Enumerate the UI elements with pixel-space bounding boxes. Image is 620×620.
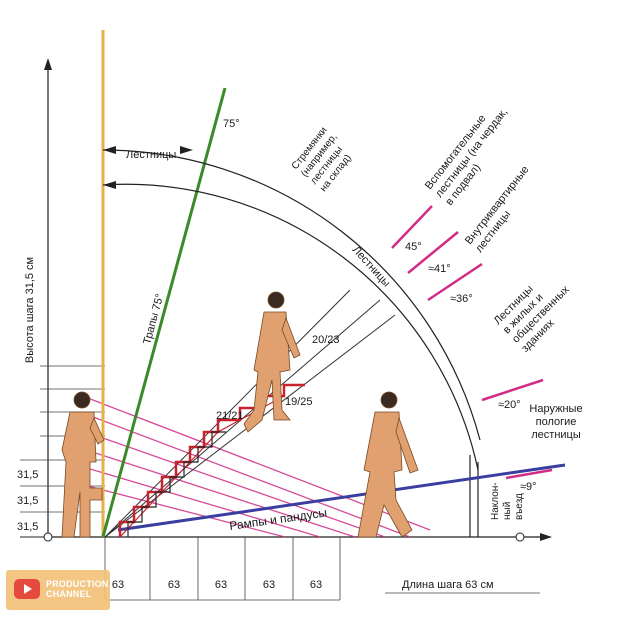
- outdoor-label-3: лестницы: [531, 429, 581, 441]
- ratio-line: [104, 289, 351, 538]
- angle-arcs: [102, 149, 481, 537]
- ratio-19-25-label: 19/25: [285, 396, 313, 408]
- body: [61, 411, 103, 538]
- arm: [89, 416, 105, 445]
- outdoor-label-1: Наружные: [529, 403, 582, 415]
- x-axis-label: Длина шага 63 см: [402, 579, 494, 591]
- ratio-20-23-label: 20/23: [312, 334, 340, 346]
- y-axis-arrow: [44, 58, 52, 70]
- stair-outline: [127, 431, 226, 537]
- body: [357, 411, 413, 538]
- y-tick-label: 31,5: [17, 521, 38, 533]
- ladders-arc-label: Лестницы: [350, 244, 393, 289]
- ladders-label: Лестницы: [126, 149, 176, 161]
- marker-45: [391, 205, 433, 249]
- body: [243, 311, 291, 433]
- x-axis-arrow: [540, 533, 552, 541]
- x-tick-label: 63: [310, 579, 322, 591]
- angle-20-label: ≈20°: [498, 399, 521, 411]
- svg-text:Наклон-: Наклон-: [490, 482, 501, 520]
- play-icon: [14, 579, 40, 599]
- arc-arrow-left: [103, 146, 116, 154]
- origin-marker: [43, 532, 53, 542]
- arm: [281, 316, 301, 359]
- axes: [20, 58, 552, 601]
- angle-36-label: ≈36°: [450, 293, 473, 305]
- person-right: [357, 391, 419, 538]
- guide-line: [79, 429, 386, 538]
- stremyanki-label: Стремянки (например, лестницы на склад): [290, 125, 354, 194]
- trap-line-75: [101, 87, 227, 538]
- y-tick-label: 31,5: [17, 469, 38, 481]
- arc-arrow-right: [180, 146, 193, 154]
- incline-entry-label: Наклон- ный въезд: [490, 482, 525, 520]
- x-tick-label: 63: [215, 579, 227, 591]
- watermark-text: PRODUCTION CHANNEL: [46, 579, 109, 599]
- inner-arc: [102, 183, 479, 471]
- y-axis-label: Высота шага 31,5 см: [24, 257, 36, 363]
- angle-41-label: ≈41°: [428, 263, 451, 275]
- guide-line: [79, 447, 356, 538]
- x-tick-label: 63: [168, 579, 180, 591]
- x-tick-label: 63: [263, 579, 275, 591]
- marker-9: [505, 468, 553, 480]
- y-tick-label: 31,5: [17, 495, 38, 507]
- outdoor-label-2: пологие: [536, 416, 577, 428]
- svg-text:въезд: въезд: [514, 493, 525, 520]
- x-tick-label: 63: [112, 579, 124, 591]
- outer-arc: [102, 149, 481, 441]
- angle-9-label: ≈9°: [520, 481, 537, 493]
- svg-text:ный: ный: [502, 502, 513, 520]
- head: [380, 391, 398, 409]
- svg-text:лестницы (на чердак,: лестницы (на чердак,: [433, 106, 510, 200]
- residential-label: Лестницы в жилых и общественных зданиях: [492, 283, 573, 355]
- angle-75-label: 75°: [223, 118, 240, 130]
- arm: [395, 416, 419, 474]
- marker-41: [407, 231, 459, 274]
- person-middle: [243, 291, 301, 433]
- channel-watermark: PRODUCTION CHANNEL: [6, 570, 110, 610]
- arc-end-marker: [515, 532, 525, 542]
- ramp-line: [117, 463, 566, 532]
- marker-36: [427, 262, 483, 302]
- head: [73, 391, 91, 409]
- arc-arrow-inner: [103, 181, 116, 189]
- ramps-label: Рампы и пандусы: [228, 505, 327, 533]
- black-staircase: [127, 431, 226, 537]
- marker-20: [481, 378, 544, 402]
- angle-45-label: 45°: [405, 241, 422, 253]
- ratio-21-21-label: 21/21: [216, 410, 244, 422]
- head: [267, 291, 285, 309]
- person-left: [61, 391, 105, 538]
- guide-line: [79, 411, 411, 538]
- angle-markers: [391, 205, 553, 480]
